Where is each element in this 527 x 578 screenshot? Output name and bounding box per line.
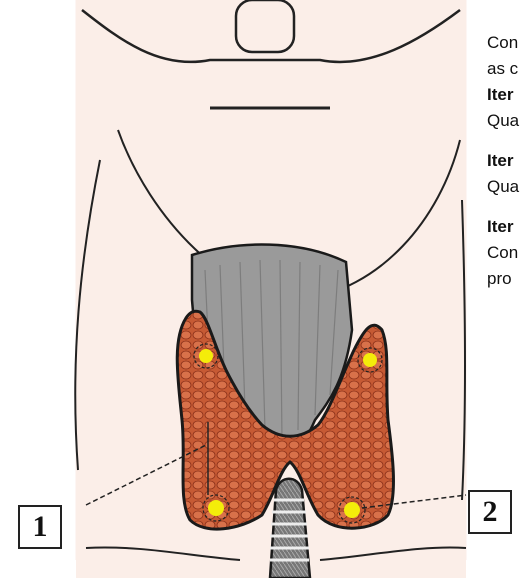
label-box-1: 1 [18,505,62,549]
side-text-line-4: Qua [487,108,527,134]
side-text-line-2: as c [487,56,527,82]
side-text-panel: Con as c Iter Qua Iter Qua Iter Con pro [487,30,527,292]
side-text-line-6: Qua [487,174,527,200]
label-1-text: 1 [33,510,48,544]
side-text-line-9: pro [487,266,527,292]
label-box-2: 2 [468,490,512,534]
side-text-line-3: Iter [487,82,527,108]
side-text-line-1: Con [487,30,527,56]
side-text-line-7: Iter [487,214,527,240]
label-2-text: 2 [483,495,498,529]
side-text-line-8: Con [487,240,527,266]
side-text-line-5: Iter [487,148,527,174]
